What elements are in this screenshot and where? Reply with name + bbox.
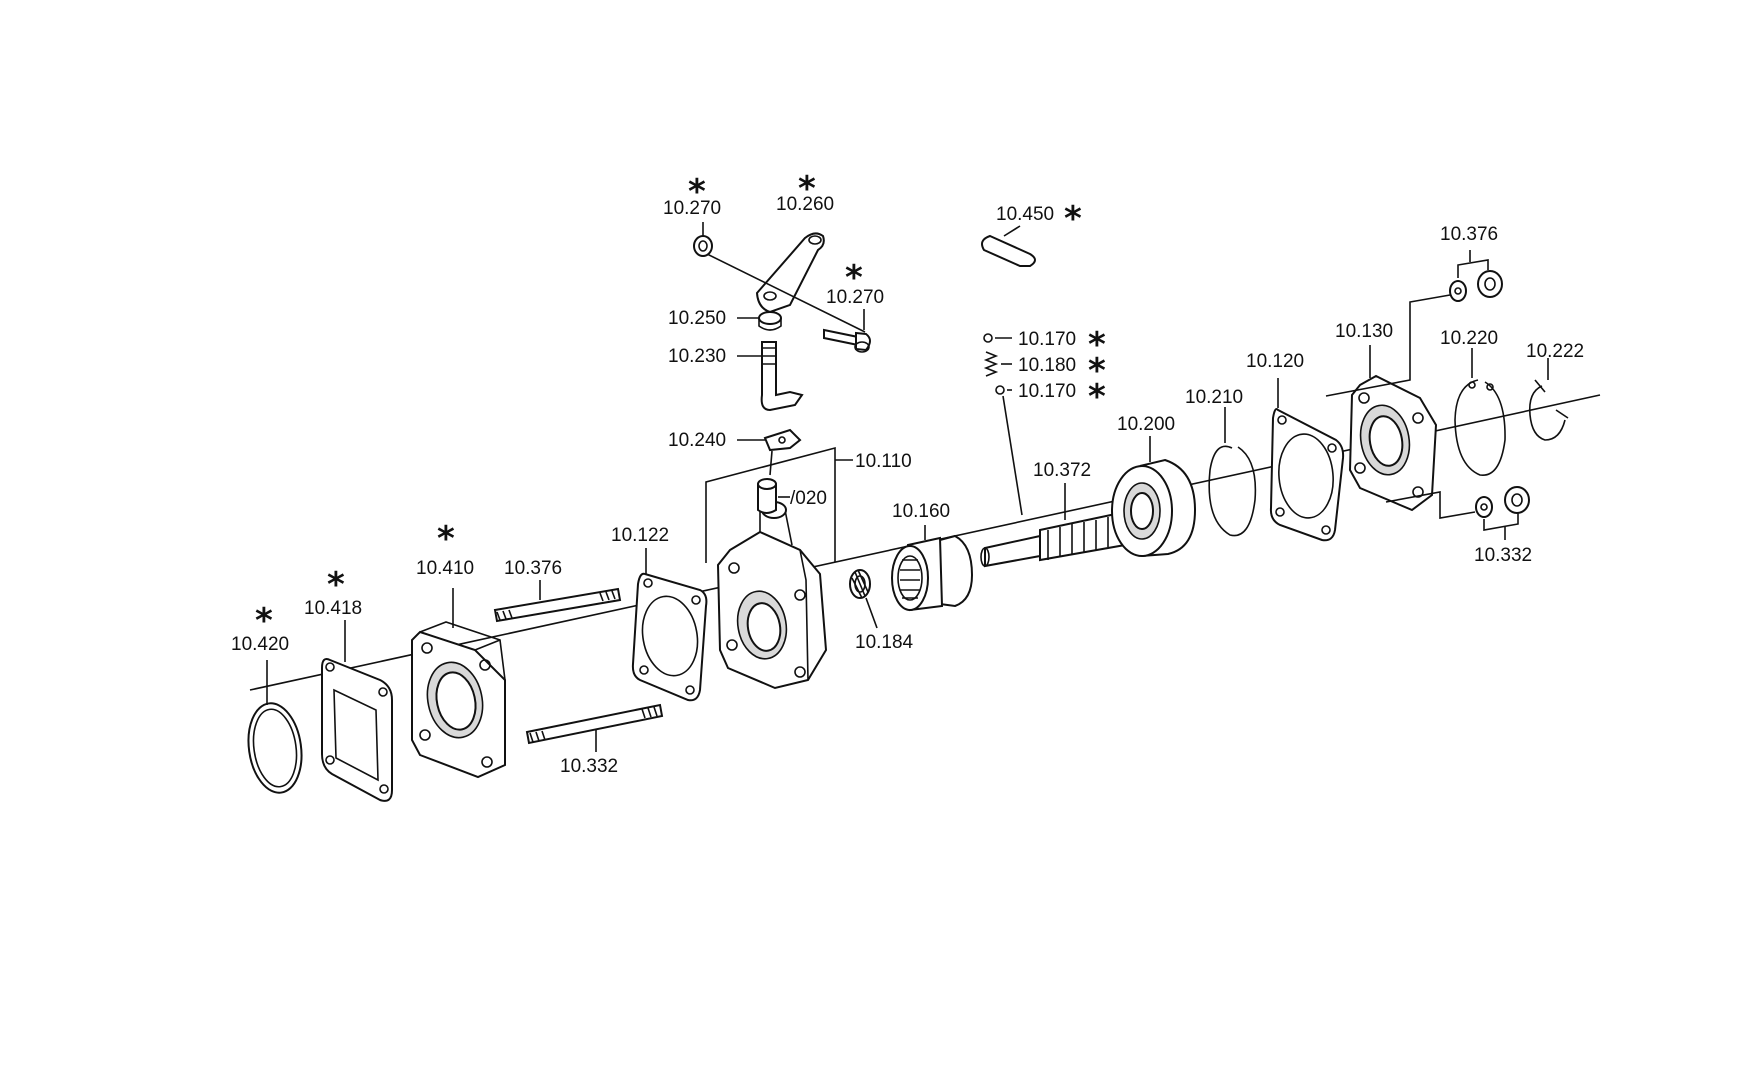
- part-10-200-ball-bearing: [1111, 458, 1197, 557]
- label-10-270-a: 10.270: [663, 198, 721, 219]
- label-10-230: 10.230: [668, 346, 726, 367]
- label-10-180: 10.180: [1018, 355, 1076, 376]
- label-10-270-b: 10.270: [826, 287, 884, 308]
- label-10-210: 10.210: [1185, 387, 1243, 408]
- label-020: /020: [790, 488, 827, 509]
- label-10-260: 10.260: [776, 194, 834, 215]
- label-10-376-right: 10.376: [1440, 224, 1498, 245]
- asterisk-10-420: *: [255, 601, 273, 641]
- part-10-420-ring: [247, 702, 303, 794]
- label-10-184: 10.184: [855, 632, 914, 653]
- label-10-418: 10.418: [304, 598, 362, 619]
- part-10-230-shift-shaft: [760, 341, 804, 412]
- part-10-222-circlip: [1528, 379, 1569, 441]
- part-10-122-gasket: [631, 572, 708, 702]
- asterisk-10-170-b: *: [1088, 377, 1106, 417]
- part-10-372-shaft: [980, 510, 1132, 568]
- asterisk-10-260: *: [798, 169, 816, 209]
- asterisk-10-180: *: [1088, 351, 1106, 391]
- part-10-418-gasket: [321, 658, 393, 802]
- label-10-200: 10.200: [1117, 414, 1175, 435]
- part-10-130-flange-housing: [1348, 374, 1438, 512]
- part-10-110-housing: [716, 501, 828, 690]
- label-10-122: 10.122: [611, 525, 669, 546]
- part-10-160-clutch-gear: [891, 534, 974, 612]
- label-10-120: 10.120: [1246, 351, 1304, 372]
- part-020-bushing: [757, 478, 777, 514]
- part-10-180-spring: [983, 351, 999, 377]
- label-10-160: 10.160: [892, 501, 950, 522]
- part-10-170-ball-a: [983, 333, 993, 343]
- asterisk-10-450: *: [1064, 199, 1082, 239]
- part-10-332-nut-washer-right: [1475, 486, 1530, 518]
- label-10-130: 10.130: [1335, 321, 1393, 342]
- label-10-222: 10.222: [1526, 341, 1584, 362]
- label-10-220: 10.220: [1440, 328, 1498, 349]
- part-10-410-cover: [411, 621, 506, 779]
- label-10-372: 10.372: [1033, 460, 1091, 481]
- label-10-420: 10.420: [231, 634, 289, 655]
- part-10-376-nut-washer-right: [1449, 270, 1503, 302]
- part-10-270-nut-a: [693, 235, 713, 257]
- asterisk-10-270-a: *: [688, 172, 706, 212]
- asterisk-10-270-b: *: [845, 258, 863, 298]
- part-10-170-ball-b: [995, 385, 1005, 395]
- part-10-376-stud-left: [493, 587, 622, 623]
- label-10-170-a: 10.170: [1018, 329, 1076, 350]
- label-10-170-b: 10.170: [1018, 381, 1076, 402]
- part-10-240-pad: [763, 428, 802, 452]
- part-10-260-lever: [755, 232, 825, 314]
- label-10-410: 10.410: [416, 558, 474, 579]
- label-10-450: 10.450: [996, 204, 1054, 225]
- part-10-220-retaining-ring: [1454, 379, 1506, 476]
- label-10-110: 10.110: [855, 451, 912, 472]
- label-10-332-right: 10.332: [1474, 545, 1532, 566]
- part-10-450-plug: [981, 234, 1036, 267]
- asterisk-10-418: *: [327, 565, 345, 605]
- part-10-270-bolt-b: [823, 328, 871, 353]
- part-10-250-nut: [758, 311, 782, 331]
- part-10-184-needle-bearing: [849, 569, 871, 599]
- label-10-240: 10.240: [668, 430, 726, 451]
- part-10-332-stud-left: [525, 703, 664, 745]
- asterisk-10-410: *: [437, 519, 455, 559]
- asterisk-10-170-a: *: [1088, 325, 1106, 365]
- part-10-120-gasket: [1269, 408, 1345, 542]
- part-10-210-snap-ring: [1208, 445, 1257, 537]
- label-10-250: 10.250: [668, 308, 726, 329]
- label-10-332-left: 10.332: [560, 756, 618, 777]
- label-10-376-left: 10.376: [504, 558, 562, 579]
